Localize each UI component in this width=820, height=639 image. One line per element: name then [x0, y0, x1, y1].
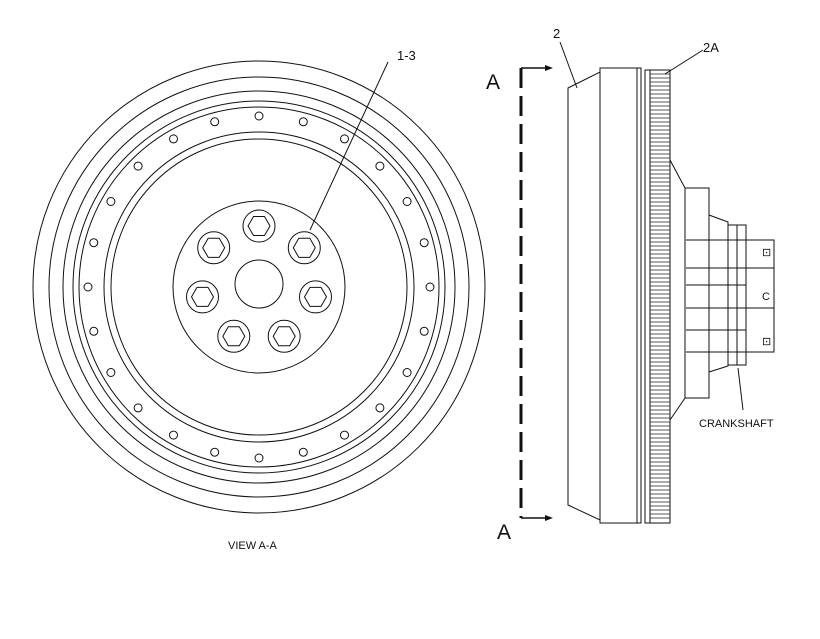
section-label-bottom: A	[497, 521, 511, 544]
flywheel-rim	[599, 67, 642, 524]
ring-hole	[89, 326, 99, 336]
ring-holes	[83, 111, 435, 463]
hex-bolt	[242, 209, 276, 243]
leader-crankshaft	[737, 367, 744, 411]
ring-hole	[106, 197, 116, 206]
ring-hole	[169, 134, 178, 144]
ring-hole	[340, 134, 349, 144]
ring-hole	[298, 117, 308, 127]
leader-2	[559, 41, 578, 89]
ring-hole	[419, 326, 429, 336]
arrowhead-top	[545, 65, 553, 71]
ring-hole	[83, 282, 93, 292]
flywheel-body	[567, 71, 601, 521]
ring-hole	[375, 403, 385, 413]
edge-mark-3: ⊡	[762, 336, 771, 348]
hub-taper	[669, 159, 686, 421]
front-view: 1-3 VIEW A-A	[32, 48, 486, 552]
callout-2a: 2A	[703, 40, 719, 55]
ring-hole	[402, 368, 412, 377]
hex-bolts	[186, 209, 332, 353]
section-label-top: A	[486, 71, 500, 94]
ring-hole	[210, 447, 220, 457]
crankshaft-end	[745, 239, 775, 353]
ring-hole	[298, 447, 308, 457]
ring-gear	[644, 69, 671, 524]
ring-hole	[419, 238, 429, 248]
leader-2a	[664, 49, 704, 75]
hex-bolt	[186, 280, 219, 314]
edge-mark-1: ⊡	[762, 247, 771, 259]
hex-bolt	[267, 319, 301, 353]
edge-mark-2: C	[762, 291, 770, 303]
ring-hole	[169, 430, 178, 440]
ring-hole	[254, 111, 264, 121]
ring-hole	[425, 282, 435, 292]
hub-step	[708, 214, 729, 373]
ring-hole	[402, 197, 412, 206]
outer-rim	[32, 60, 486, 514]
side-view: ⊡ C ⊡ 2 2A CRANKSHAFT	[553, 26, 775, 524]
callout-1-3: 1-3	[397, 48, 416, 63]
ring-hole	[89, 238, 99, 248]
ring-hole	[133, 403, 143, 413]
ring-hole	[375, 161, 385, 171]
bolt-ring-inner	[78, 106, 440, 468]
friction-face	[103, 131, 415, 443]
hex-bolt	[217, 319, 251, 353]
outer-rim-inner	[48, 76, 470, 498]
arrowhead-bottom	[545, 515, 553, 521]
crankshaft-label: CRANKSHAFT	[699, 418, 774, 430]
callout-2: 2	[553, 26, 560, 41]
face-recess	[110, 138, 408, 436]
hex-bolt	[197, 231, 231, 265]
view-caption: VIEW A-A	[228, 540, 278, 552]
hex-bolt	[299, 280, 332, 314]
section-line: A A	[486, 65, 553, 544]
hub-bore	[234, 259, 284, 309]
hub-outer	[172, 200, 346, 374]
bolt-ring-outer	[72, 100, 446, 474]
hex-bolt	[287, 231, 321, 265]
ring-gear-teeth	[650, 73, 670, 519]
ring-hole	[210, 117, 220, 127]
ring-hole	[106, 368, 116, 377]
ring-hole	[340, 430, 349, 440]
ring-hole	[133, 161, 143, 171]
ring-hole	[254, 453, 264, 463]
rim-step	[62, 90, 456, 484]
hub-flange	[684, 187, 710, 399]
leader-1-3	[309, 61, 389, 231]
